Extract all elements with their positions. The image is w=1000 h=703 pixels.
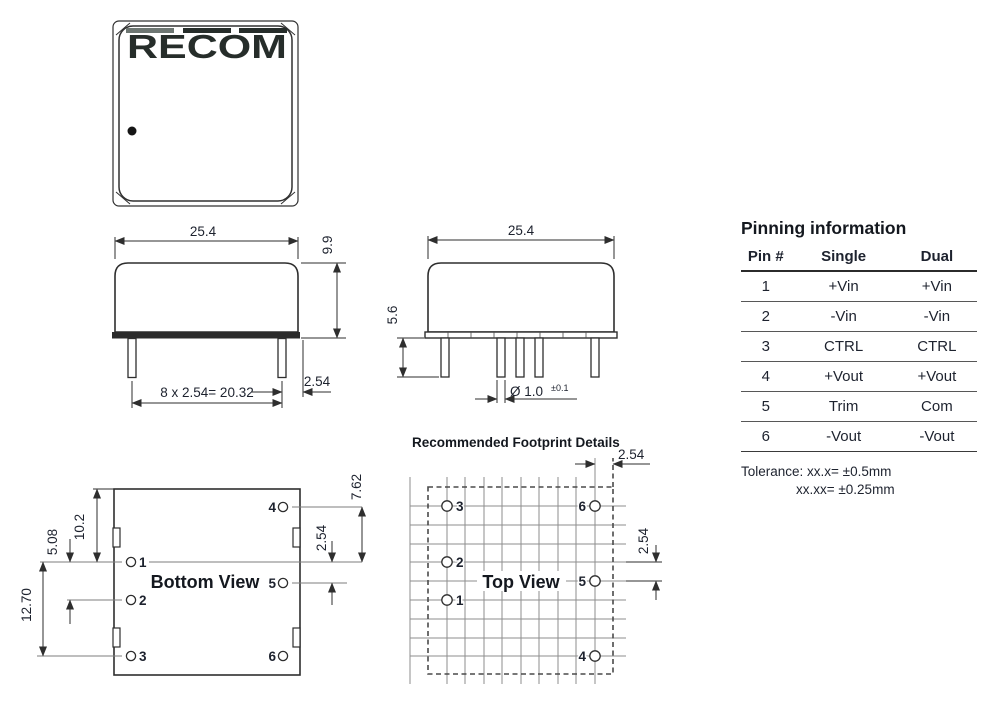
- pin-label: 3: [139, 649, 147, 664]
- dim-pin-length-label: 5.6: [385, 306, 400, 325]
- pins: [440, 337, 600, 378]
- bottom-view: 1 2 3 4 5 6 Bottom View 10.2 5.08 12.70 …: [19, 474, 366, 676]
- case-notches: [112, 527, 301, 648]
- pin-number: 2: [741, 301, 791, 332]
- pin-dual-function: Com: [896, 391, 977, 422]
- pinning-row: 6 -Vout -Vout: [741, 421, 977, 452]
- pinning-row: 5 Trim Com: [741, 391, 977, 422]
- pin-label: 1: [139, 555, 147, 570]
- dim-width-label: 25.4: [508, 223, 535, 238]
- pin-number: 5: [741, 391, 791, 422]
- pin-single-function: +Vout: [790, 361, 897, 392]
- pin: [277, 337, 287, 379]
- pin-single-function: +Vin: [790, 271, 897, 302]
- pin-number: 4: [741, 361, 791, 392]
- col-header-single: Single: [790, 247, 897, 272]
- footprint-view: Recommended Footprint Details 2.: [409, 435, 662, 684]
- pin-number: 6: [741, 421, 791, 452]
- pin-label: 2: [139, 593, 147, 608]
- bottom-view-title: Bottom View: [151, 572, 261, 592]
- top-view-title: Top View: [482, 572, 560, 592]
- pin-label: 5: [268, 576, 276, 591]
- footprint-pads: [441, 500, 601, 662]
- pinning-row: 1 +Vin +Vin: [741, 271, 977, 302]
- pad-label: 2: [456, 555, 464, 570]
- pin: [127, 337, 137, 379]
- pad-label: 5: [578, 574, 586, 589]
- recom-logo: RECOM: [126, 28, 287, 65]
- pin-single-function: Trim: [790, 391, 897, 422]
- side-elevation-view: 25.4 5.6 Ø 1.0 ±0.1: [385, 223, 618, 403]
- pin-dual-function: -Vin: [896, 301, 977, 332]
- dim-pitch-label: 8 x 2.54= 20.32: [160, 385, 253, 400]
- dim-2-54-label: 2.54: [314, 524, 329, 551]
- pin-dual-function: +Vout: [896, 361, 977, 392]
- front-elevation-view: 25.4 9.9 8 x 2.54= 20.32 2.54: [112, 224, 346, 408]
- pin-label: 4: [268, 500, 276, 515]
- pin-dual-function: CTRL: [896, 331, 977, 362]
- pin-label: 6: [268, 649, 276, 664]
- pad-label: 4: [578, 649, 586, 664]
- pad-label: 6: [578, 499, 586, 514]
- pinning-header-row: Pin # Single Dual: [741, 247, 977, 272]
- pinning-row: 4 +Vout +Vout: [741, 361, 977, 392]
- dim-grid-pitch-top: 2.54: [618, 447, 645, 462]
- pin-number: 3: [741, 331, 791, 362]
- col-header-dual: Dual: [896, 247, 977, 272]
- dim-grid-pitch-right: 2.54: [636, 527, 651, 554]
- dim-5-08-label: 5.08: [45, 529, 60, 555]
- logo-bar-dark-2: [239, 28, 287, 33]
- tolerance-note-line1: Tolerance: xx.x= ±0.5mm: [741, 464, 892, 479]
- pin-pads: [125, 501, 289, 662]
- pinning-title: Pinning information: [741, 218, 907, 238]
- dim-7-62-label: 7.62: [349, 474, 364, 500]
- pin-dual-function: -Vout: [896, 421, 977, 452]
- dim-edge-label: 2.54: [304, 374, 331, 389]
- dim-12-70-label: 12.70: [19, 588, 34, 622]
- logo-text: RECOM: [127, 28, 287, 65]
- pin-single-function: -Vout: [790, 421, 897, 452]
- dim-height-label: 9.9: [320, 236, 335, 255]
- package-front-view: RECOM: [112, 20, 299, 207]
- pin-dual-function: +Vin: [896, 271, 977, 302]
- pinning-row: 3 CTRL CTRL: [741, 331, 977, 362]
- col-header-pin-number: Pin #: [741, 247, 791, 272]
- pin1-marker-dot: [127, 126, 137, 136]
- pad-label: 1: [456, 593, 464, 608]
- pin-single-function: CTRL: [790, 331, 897, 362]
- dim-10-2-label: 10.2: [72, 514, 87, 540]
- pin-number: 1: [741, 271, 791, 302]
- flange: [112, 332, 300, 339]
- dim-pin-diameter-tolerance: ±0.1: [551, 383, 568, 393]
- tolerance-note-line2: xx.xx= ±0.25mm: [796, 482, 895, 497]
- dim-width-label: 25.4: [190, 224, 217, 239]
- pad-label: 3: [456, 499, 464, 514]
- logo-bar-dark-1: [183, 28, 231, 33]
- footprint-title: Recommended Footprint Details: [412, 435, 620, 450]
- flange: [424, 331, 618, 339]
- pin-single-function: -Vin: [790, 301, 897, 332]
- pinning-row: 2 -Vin -Vin: [741, 301, 977, 332]
- pinning-table: Pin # Single Dual 1 +Vin +Vin 2 -Vin -Vi…: [741, 247, 977, 452]
- pinning-info-panel: Pinning information Pin # Single Dual 1 …: [741, 218, 977, 497]
- logo-bar-gray: [126, 28, 174, 33]
- module-outline-dashed: [427, 458, 614, 675]
- dim-pin-diameter-label: Ø 1.0: [510, 384, 543, 399]
